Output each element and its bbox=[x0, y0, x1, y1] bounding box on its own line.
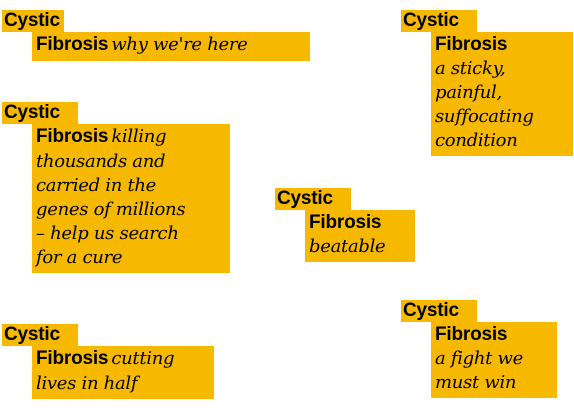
tagline-line: genes of millions bbox=[36, 199, 186, 220]
tagline-line: lives in half bbox=[36, 373, 138, 394]
tagline-line: beatable bbox=[309, 236, 386, 257]
logo-line-fibrosis: Fibrosis a sticky, painful, suffocating … bbox=[431, 32, 573, 156]
cf-logo-fight-we-must-win: Cystic Fibrosis a fight we must win bbox=[401, 300, 557, 398]
cf-logo-beatable: Cystic Fibrosis beatable bbox=[275, 188, 415, 262]
tagline-line: painful, bbox=[435, 82, 502, 103]
tagline-line: condition bbox=[435, 130, 518, 151]
logo-line-fibrosis: Fibrosis a fight we must win bbox=[431, 322, 557, 398]
tagline-line: must win bbox=[435, 372, 517, 393]
logo-word-fibrosis: Fibrosis bbox=[435, 324, 508, 345]
logo-word-fibrosis: Fibrosis bbox=[435, 34, 508, 55]
logo-word-cystic: Cystic bbox=[401, 300, 477, 322]
tagline-line: a fight we bbox=[435, 348, 524, 369]
tagline-line: for a cure bbox=[36, 247, 123, 268]
tagline-line: a sticky, bbox=[435, 58, 506, 79]
tagline-line: suffocating bbox=[435, 106, 534, 127]
logo-word-cystic: Cystic bbox=[2, 10, 64, 32]
logo-line-fibrosis: Fibrosis beatable bbox=[305, 210, 415, 262]
tagline-line: – help us search bbox=[36, 223, 179, 244]
logo-word-fibrosis: Fibrosis bbox=[36, 348, 109, 369]
logo-word-cystic: Cystic bbox=[2, 102, 78, 124]
tagline-line: killing bbox=[111, 126, 167, 147]
logo-word-cystic: Cystic bbox=[401, 10, 477, 32]
logo-word-fibrosis: Fibrosis bbox=[309, 212, 382, 233]
logo-word-cystic: Cystic bbox=[2, 324, 78, 346]
tagline-line: why we're here bbox=[111, 34, 248, 55]
tagline-line: carried in the bbox=[36, 175, 157, 196]
logo-word-fibrosis: Fibrosis bbox=[36, 34, 109, 55]
logo-word-cystic: Cystic bbox=[275, 188, 351, 210]
tagline-line: cutting bbox=[111, 348, 175, 369]
tagline-line: thousands and bbox=[36, 151, 166, 172]
logo-word-fibrosis: Fibrosis bbox=[36, 126, 109, 147]
cf-logo-sticky-painful: Cystic Fibrosis a sticky, painful, suffo… bbox=[401, 10, 573, 156]
